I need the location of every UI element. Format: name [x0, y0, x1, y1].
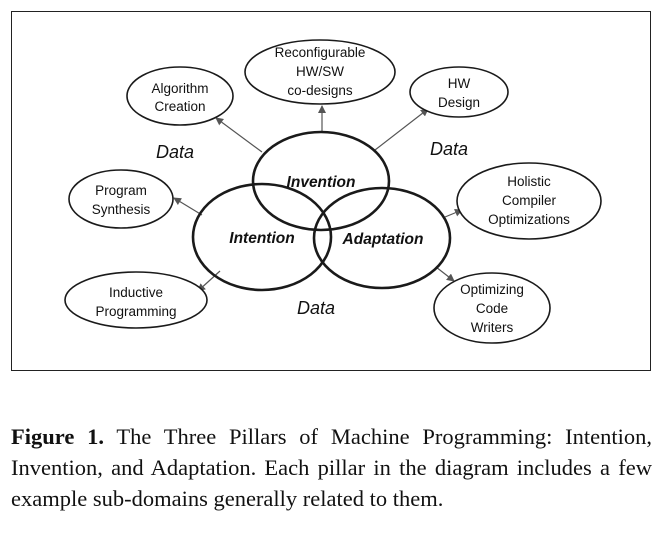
pillar-adaptation-label: Adaptation	[342, 231, 424, 248]
node-label-line: Design	[438, 95, 480, 110]
data-label-bottom: Data	[297, 298, 335, 318]
figure-caption: Figure 1. The Three Pillars of Machine P…	[11, 421, 652, 514]
node-algorithm-creation: Algorithm Creation	[126, 66, 234, 126]
caption-text: The Three Pillars of Machine Programming…	[11, 424, 653, 511]
node-label-line: Program	[95, 183, 147, 198]
node-label-line: co-designs	[287, 83, 353, 98]
pillars-diagram: Algorithm Creation Reconfigurable HW/SW …	[64, 39, 602, 344]
pillar-intention-ellipse	[191, 182, 333, 292]
node-optimizing-code-writers: Optimizing Code Writers	[433, 272, 551, 344]
arrow-to-program-synthesis	[173, 197, 203, 216]
node-holistic-compiler-optimizations: Holistic Compiler Optimizations	[456, 162, 602, 240]
arrow-to-algorithm-creation	[215, 117, 263, 153]
node-label-line: Reconfigurable	[275, 45, 366, 60]
node-program-synthesis: Program Synthesis	[68, 169, 174, 229]
node-inductive-programming: Inductive Programming	[64, 271, 208, 329]
node-label-line: Algorithm	[151, 81, 208, 96]
arrow-to-inductive-programming	[197, 270, 221, 292]
node-label-line: HW	[448, 76, 471, 91]
pillar-invention-label: Invention	[287, 174, 356, 191]
arrow-to-hw-design	[374, 108, 429, 151]
node-hw-design: HW Design	[409, 66, 509, 118]
node-label-line: Holistic	[507, 174, 551, 189]
node-label-line: Optimizations	[488, 212, 570, 227]
data-label-right: Data	[430, 139, 468, 159]
node-label-line: Writers	[471, 320, 514, 335]
node-label-line: Code	[476, 301, 508, 316]
node-label-line: Programming	[95, 304, 176, 319]
node-label-line: HW/SW	[296, 64, 344, 79]
node-label-line: Creation	[154, 99, 205, 114]
figure-frame	[11, 11, 651, 371]
node-label-line: Synthesis	[92, 202, 151, 217]
node-label-line: Optimizing	[460, 282, 524, 297]
node-label-line: Inductive	[109, 285, 163, 300]
pillar-adaptation-ellipse	[312, 186, 452, 290]
node-label-line: Compiler	[502, 193, 557, 208]
node-reconfigurable-hw-sw-codesigns: Reconfigurable HW/SW co-designs	[244, 39, 396, 105]
arrow-to-optimizing-code-writers	[435, 266, 455, 282]
pillar-intention-label: Intention	[229, 230, 294, 247]
caption-label: Figure 1.	[11, 424, 104, 449]
pillar-invention-ellipse	[251, 130, 391, 232]
data-label-left: Data	[156, 142, 194, 162]
